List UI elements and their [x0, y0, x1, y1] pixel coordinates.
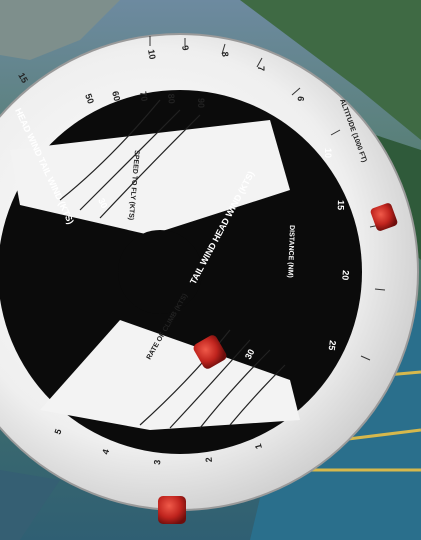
center-hub — [118, 230, 202, 314]
upper-arc-number-60: 60 — [110, 90, 122, 102]
scale-curves — [59, 99, 286, 429]
outer-ticks — [149, 36, 386, 361]
outer-top-number-10: 10 — [146, 49, 158, 61]
outer-right-number-10: 10 — [323, 148, 333, 158]
red-knob-bottom[interactable] — [158, 496, 186, 524]
upper-arc-number-80: 80 — [166, 93, 177, 104]
upper-band-number-30: 30 — [96, 197, 109, 210]
lower-arc-number-4: 4 — [100, 448, 111, 455]
lower-arc-number-3: 3 — [152, 459, 162, 465]
distance-label: DISTANCE (NM) — [286, 225, 295, 278]
outer-right-number-20: 20 — [340, 270, 351, 281]
outer-top-number-9: 9 — [180, 45, 191, 52]
outer-top-number-7: 7 — [256, 66, 266, 71]
lower-window — [40, 320, 300, 430]
lower-arc-number-5: 5 — [52, 428, 63, 436]
upper-window — [10, 120, 290, 235]
flight-computer-dial — [0, 33, 419, 511]
upper-arc-number-70: 70 — [138, 91, 150, 103]
upper-arc-number-50: 50 — [83, 92, 96, 105]
lower-arc-number-2: 2 — [204, 457, 214, 463]
upper-arc-number-90: 90 — [196, 98, 206, 108]
outer-top-number-6: 6 — [296, 96, 306, 102]
outer-top-number-8: 8 — [220, 51, 230, 57]
lower-arc-number-1: 1 — [253, 443, 264, 450]
lower-band-number-30: 30 — [243, 347, 257, 361]
outer-left-number-15: 15 — [16, 71, 30, 85]
outer-right-number-25: 25 — [327, 340, 338, 351]
red-knob-top-right[interactable] — [370, 202, 399, 232]
outer-right-number-15: 15 — [336, 200, 346, 210]
red-knob-center[interactable] — [192, 333, 229, 370]
